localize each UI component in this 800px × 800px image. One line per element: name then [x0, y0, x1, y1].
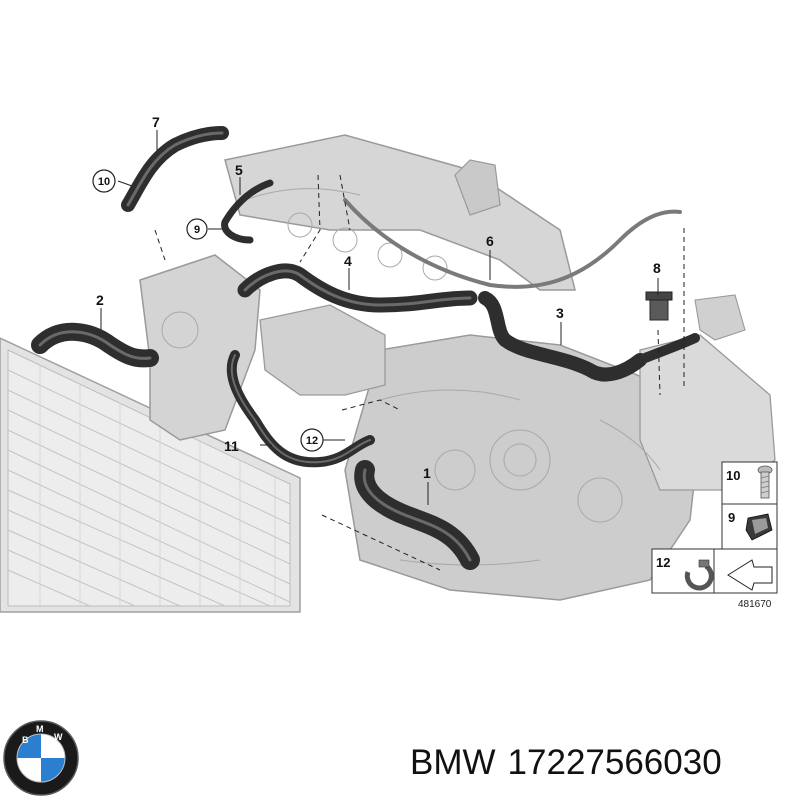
- radiator: [0, 337, 301, 613]
- brand-name: BMW: [410, 743, 496, 782]
- callout-12: 12: [300, 428, 324, 452]
- inset-label-9: 9: [728, 510, 735, 525]
- bmw-logo: B M W: [3, 720, 79, 796]
- clip-icon: [745, 513, 773, 541]
- callout-2: 2: [96, 292, 104, 308]
- hose-clamp-icon: [684, 559, 714, 591]
- drawing-number: 481670: [738, 599, 772, 610]
- callout-1: 1: [423, 465, 431, 481]
- hose-5: [221, 179, 274, 244]
- coolant-hoses: [31, 126, 700, 570]
- logo-letter-m: M: [36, 724, 44, 734]
- callout-5: 5: [235, 162, 243, 178]
- callout-10: 10: [92, 169, 116, 193]
- part-caption: BMW 17227566030: [410, 738, 722, 788]
- inset-label-10: 10: [726, 468, 740, 483]
- parts-inset: 10 9 12 481670: [651, 461, 778, 610]
- inset-label-12: 12: [656, 555, 670, 570]
- callout-6: 6: [486, 233, 494, 249]
- logo-letter-w: W: [54, 732, 63, 742]
- callout-11: 11: [224, 438, 239, 454]
- logo-letter-b: B: [22, 735, 29, 745]
- callout-7: 7: [152, 114, 160, 130]
- callout-4: 4: [344, 253, 352, 269]
- direction-arrow-icon: [727, 559, 773, 591]
- callout-9: 9: [186, 218, 208, 240]
- engine-block: [139, 134, 776, 601]
- part-number: 17227566030: [507, 743, 722, 782]
- callouts: 1 2 3 4 5 6 7 8 9 11 10 12: [92, 114, 661, 481]
- hose-6: [343, 198, 682, 289]
- svg-text:9: 9: [194, 224, 200, 236]
- callout-8: 8: [653, 260, 661, 276]
- hose-3: [478, 291, 647, 382]
- screw-icon: [757, 465, 773, 499]
- svg-text:12: 12: [306, 435, 318, 447]
- callout-3: 3: [556, 305, 564, 321]
- leader-lines: [100, 130, 685, 571]
- connector-8: [645, 291, 673, 321]
- svg-text:10: 10: [98, 176, 110, 188]
